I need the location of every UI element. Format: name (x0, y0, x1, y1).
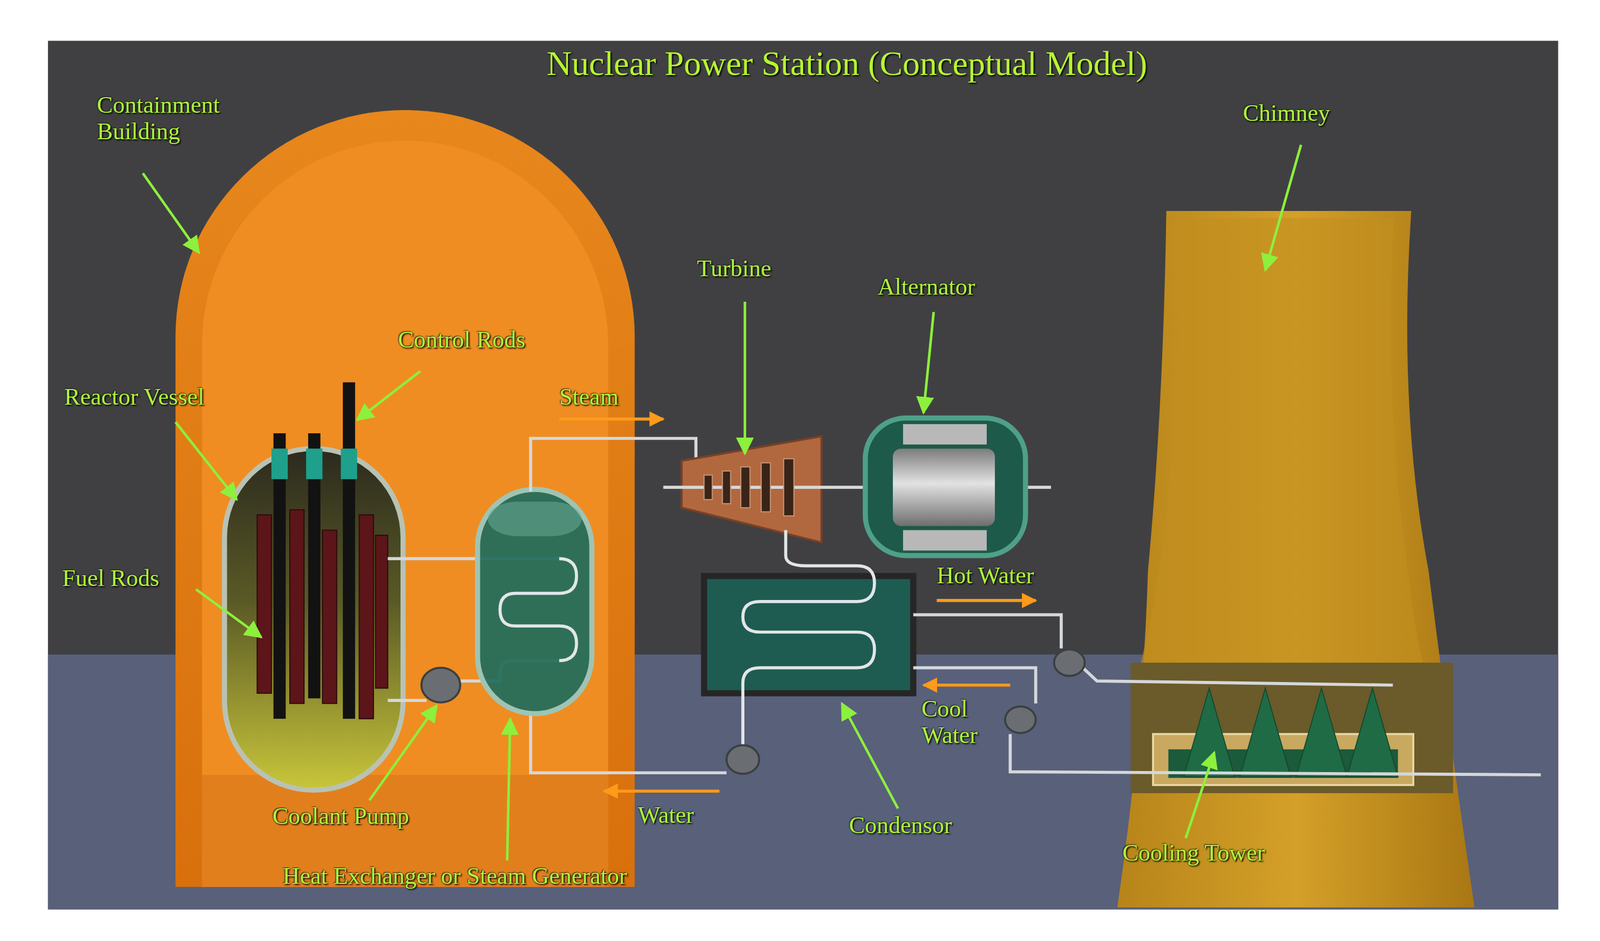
flow-label: Steam (559, 383, 619, 411)
diagram-title: Nuclear Power Station (Conceptual Model) (546, 44, 1148, 83)
callout-label: Heat Exchanger or Steam Generator (282, 863, 628, 890)
flow-label: Water (637, 802, 694, 829)
flow-label: Hot Water (936, 562, 1034, 589)
callout-label: Control Rods (397, 326, 526, 354)
callout-label: Alternator (877, 273, 976, 301)
callout-label: Cooling Tower (1122, 839, 1265, 867)
callout-label: Coolant Pump (272, 803, 410, 830)
callout-label: Reactor Vessel (64, 383, 205, 411)
callout-label: Fuel Rods (62, 565, 160, 592)
callout-label: Chimney (1242, 99, 1330, 127)
callout-label: Turbine (696, 255, 772, 282)
flow-label: Cool Water (921, 695, 1001, 750)
callout-label: Containment Building (97, 91, 271, 146)
callout-label: Condensor (849, 812, 953, 839)
